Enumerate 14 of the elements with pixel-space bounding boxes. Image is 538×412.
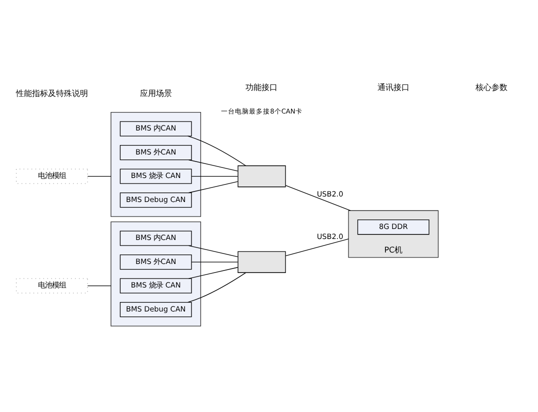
connector	[87, 176, 112, 177]
connector	[188, 181, 238, 194]
connector	[188, 160, 238, 172]
connector	[187, 136, 246, 166]
cluster	[110, 222, 202, 326]
connector	[188, 245, 238, 258]
node-box	[238, 251, 286, 273]
connector	[285, 185, 351, 211]
node-box	[238, 165, 286, 188]
connector	[285, 238, 349, 256]
cluster	[110, 112, 202, 217]
connector	[191, 176, 238, 177]
connector	[187, 272, 246, 303]
connector	[188, 267, 238, 279]
